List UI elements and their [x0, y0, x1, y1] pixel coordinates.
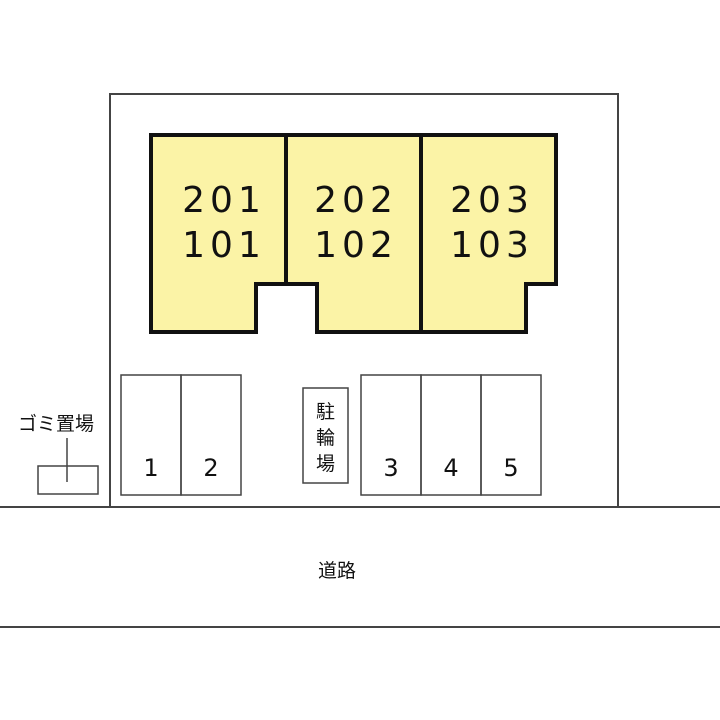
parking-space-1-label: 1	[143, 454, 158, 482]
unit-1-upper-label: 201	[182, 180, 266, 221]
unit-2-upper-label: 202	[314, 180, 398, 221]
parking-area: 1 2 3 4 5	[120, 374, 542, 496]
building: 201 101 202 102 203 103	[149, 133, 558, 334]
garbage-label: ゴミ置場	[18, 413, 94, 435]
parking-space-5	[480, 374, 542, 496]
unit-1-lower-label: 101	[182, 225, 266, 266]
bicycle-parking: 駐 輪 場	[302, 387, 349, 484]
bicycle-parking-char-2: 輪	[316, 427, 335, 449]
garbage-area: ゴミ置場	[18, 413, 99, 495]
unit-2-lower-label: 102	[314, 225, 398, 266]
garbage-box	[37, 465, 99, 495]
parking-space-4-label: 4	[443, 454, 458, 482]
bicycle-parking-box	[302, 387, 349, 484]
bicycle-parking-char-1: 駐	[316, 401, 335, 423]
road-label: 道路	[318, 560, 356, 582]
parking-space-2	[180, 374, 242, 496]
unit-3-lower-label: 103	[450, 225, 534, 266]
parking-space-3-label: 3	[383, 454, 398, 482]
lot-boundary	[109, 93, 619, 507]
bicycle-parking-char-3: 場	[316, 453, 335, 475]
unit-203-103	[419, 133, 558, 334]
parking-space-2-label: 2	[203, 454, 218, 482]
parking-space-5-label: 5	[503, 454, 518, 482]
unit-3-upper-label: 203	[450, 180, 534, 221]
